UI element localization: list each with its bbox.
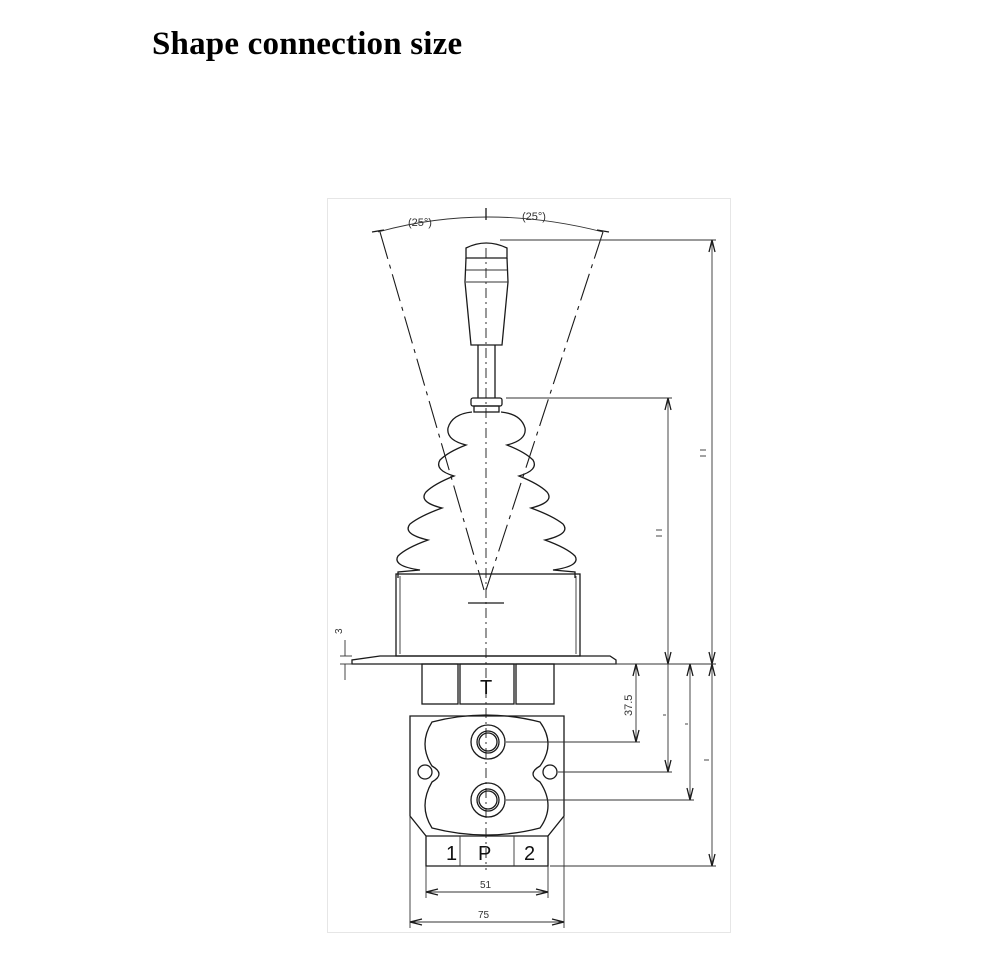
- handle-shaft: [470, 345, 503, 413]
- port-t: T: [470, 677, 506, 760]
- port-t-offset-label: 37.5: [623, 695, 635, 716]
- swing-angle-indicator: (25°) (25°): [371, 208, 610, 591]
- block-height-dimension: [550, 663, 716, 867]
- port-p-offset-dimension: [506, 663, 694, 801]
- port-t-offset-dimension: 37.5: [506, 663, 640, 743]
- handle-knob: [464, 242, 509, 346]
- inner-width-dimension: 51: [425, 866, 549, 898]
- outer-width-label: 75: [478, 910, 490, 921]
- port-p-label: P: [478, 843, 491, 865]
- port-t-label: T: [480, 677, 492, 699]
- port-p: [470, 782, 506, 818]
- rubber-boot: [396, 411, 577, 578]
- outer-width-dimension: 75: [409, 816, 565, 928]
- overall-height-dimension: [500, 239, 716, 665]
- inner-width-label: 51: [480, 880, 492, 891]
- port-1-label: 1: [446, 843, 457, 865]
- left-angle-label: (25°): [408, 217, 432, 229]
- mount-hole-dimension: [558, 664, 672, 773]
- valve-housing: [395, 248, 581, 870]
- port-2-label: 2: [524, 843, 535, 865]
- right-angle-label: (25°): [522, 211, 546, 223]
- page-title: Shape connection size: [152, 26, 463, 62]
- boot-height-dimension: [506, 397, 672, 665]
- flange-thickness-label: 3: [334, 628, 345, 634]
- drawing-frame: [327, 198, 731, 933]
- mounting-flange: 3: [334, 628, 617, 680]
